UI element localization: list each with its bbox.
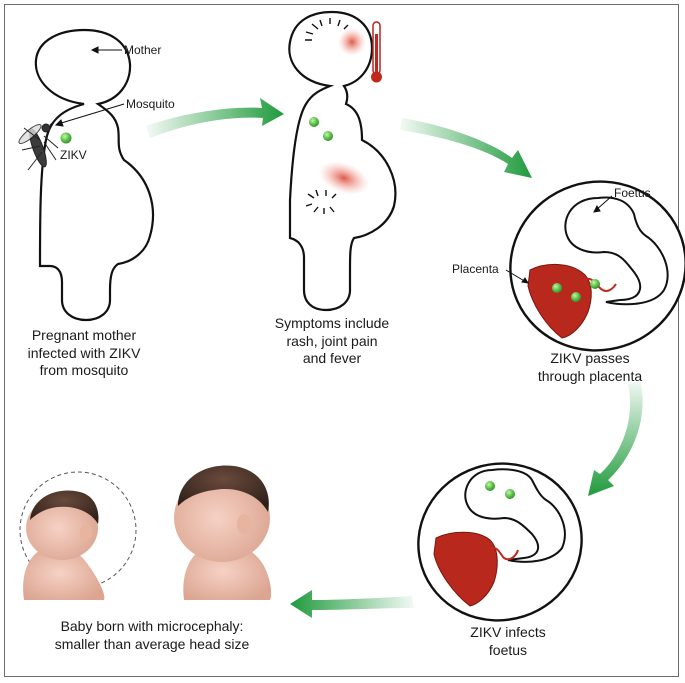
caption-line: Symptoms include bbox=[274, 315, 390, 331]
umbilical-cord bbox=[583, 278, 617, 292]
mother-silhouette bbox=[34, 28, 154, 322]
step5-caption: Baby born with microcephaly: smaller tha… bbox=[32, 618, 272, 653]
foetus-outline bbox=[564, 196, 669, 306]
placenta-pointer-head bbox=[521, 277, 529, 284]
head-rash bbox=[338, 28, 366, 56]
placenta bbox=[433, 531, 498, 607]
mosquito-pointer-head bbox=[54, 119, 64, 127]
virus-particle bbox=[485, 481, 495, 491]
caption-line: Pregnant mother bbox=[31, 327, 137, 343]
foetus-pointer-line bbox=[595, 195, 613, 211]
caption-line: smaller than average head size bbox=[54, 635, 250, 652]
virus-particle bbox=[552, 283, 562, 293]
mother-label: Mother bbox=[124, 43, 162, 57]
caption-line: foetus bbox=[488, 641, 528, 658]
foetus-label: Foetus bbox=[614, 186, 651, 200]
caption-line: from mosquito bbox=[39, 362, 129, 378]
mother-pointer-head bbox=[90, 46, 99, 54]
placenta bbox=[527, 264, 592, 339]
average-head-size-outline bbox=[19, 471, 137, 589]
belly-rash bbox=[319, 161, 369, 195]
placenta-label: Placenta bbox=[452, 262, 499, 276]
caption-line: and fever bbox=[302, 350, 362, 366]
step3-caption: ZIKV passes through placenta bbox=[520, 350, 660, 385]
virus-particle bbox=[323, 131, 333, 141]
symptomatic-mother-silhouette bbox=[288, 10, 397, 312]
umbilical-cord bbox=[489, 546, 519, 561]
caption-line: ZIKV infects bbox=[470, 624, 546, 640]
flow-arrow-3 bbox=[588, 380, 643, 496]
figure-frame bbox=[4, 4, 679, 677]
microcephaly-baby-illustration bbox=[19, 471, 137, 600]
caption-line: rash, joint pain bbox=[286, 332, 378, 349]
caption-line: ZIKV passes bbox=[550, 350, 630, 366]
caption-line: through placenta bbox=[537, 367, 643, 384]
mosquito-label: Mosquito bbox=[126, 97, 175, 111]
mosquito-icon bbox=[18, 115, 61, 171]
step2-caption: Symptoms include rash, joint pain and fe… bbox=[262, 315, 402, 368]
normal-baby-illustration bbox=[174, 465, 272, 600]
caption-line: Baby born with microcephaly: bbox=[60, 618, 244, 634]
foetus-outline bbox=[464, 468, 566, 563]
virus-particle bbox=[309, 117, 319, 127]
flow-arrow-4 bbox=[290, 590, 414, 618]
joint-pain-marks bbox=[305, 189, 337, 214]
step4-caption: ZIKV infects foetus bbox=[448, 624, 568, 659]
foetus-pointer-head bbox=[593, 204, 601, 213]
virus-particle bbox=[571, 292, 581, 302]
step1-caption: Pregnant mother infected with ZIKV from … bbox=[12, 327, 156, 380]
virus-particle bbox=[590, 279, 600, 289]
virus-particle bbox=[60, 132, 72, 144]
head-pain-marks bbox=[305, 18, 349, 41]
zikv-label: ZIKV bbox=[60, 148, 87, 162]
mosquito-pointer-line bbox=[57, 103, 125, 125]
thermometer-icon bbox=[371, 21, 382, 83]
flow-arrow-1 bbox=[146, 98, 284, 138]
caption-line: infected with ZIKV bbox=[27, 344, 141, 361]
virus-particle bbox=[505, 489, 515, 499]
flow-arrow-2 bbox=[400, 118, 532, 178]
placenta-pointer-line bbox=[505, 269, 527, 283]
